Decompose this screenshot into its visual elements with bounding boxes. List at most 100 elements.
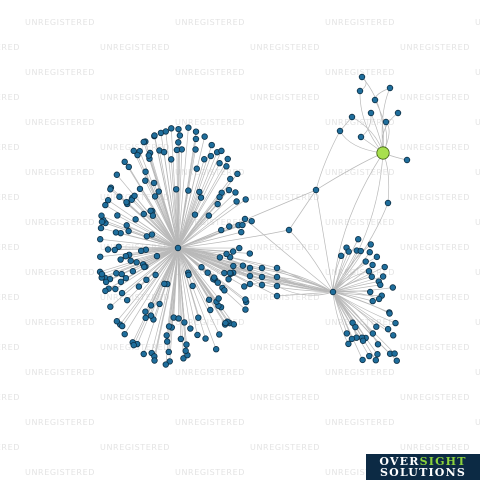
network-node[interactable] bbox=[136, 185, 144, 193]
network-node[interactable] bbox=[373, 253, 381, 261]
network-node[interactable] bbox=[113, 318, 121, 325]
network-node[interactable] bbox=[102, 287, 109, 295]
network-node[interactable] bbox=[234, 170, 241, 178]
network-node[interactable] bbox=[367, 241, 374, 248]
network-node[interactable] bbox=[239, 262, 247, 269]
network-node[interactable] bbox=[97, 236, 104, 243]
network-node[interactable] bbox=[386, 84, 394, 92]
network-node[interactable] bbox=[98, 212, 105, 219]
network-node[interactable] bbox=[192, 146, 199, 153]
network-node[interactable] bbox=[201, 133, 208, 140]
network-node[interactable] bbox=[113, 270, 120, 277]
network-node[interactable] bbox=[225, 276, 232, 283]
network-node[interactable] bbox=[175, 139, 182, 146]
network-node[interactable] bbox=[142, 168, 149, 175]
network-node[interactable] bbox=[225, 186, 233, 194]
network-node[interactable] bbox=[163, 332, 170, 339]
network-node[interactable] bbox=[135, 283, 143, 290]
network-node[interactable] bbox=[233, 198, 240, 205]
network-node[interactable] bbox=[372, 356, 380, 364]
network-node[interactable] bbox=[155, 188, 162, 195]
network-node[interactable] bbox=[362, 258, 369, 265]
network-node[interactable] bbox=[312, 186, 320, 194]
network-node[interactable] bbox=[238, 228, 245, 236]
network-node[interactable] bbox=[218, 226, 225, 234]
network-node[interactable] bbox=[142, 308, 149, 315]
network-node[interactable] bbox=[214, 200, 221, 208]
network-node[interactable] bbox=[114, 212, 121, 219]
network-node[interactable] bbox=[176, 132, 184, 139]
bridge-node[interactable] bbox=[246, 272, 254, 280]
network-node[interactable] bbox=[189, 282, 196, 290]
network-node[interactable] bbox=[175, 315, 182, 322]
network-node[interactable] bbox=[112, 229, 120, 236]
network-node[interactable] bbox=[390, 332, 397, 339]
network-node[interactable] bbox=[102, 201, 109, 209]
network-node[interactable] bbox=[241, 283, 248, 290]
network-node[interactable] bbox=[242, 296, 249, 303]
network-node[interactable] bbox=[194, 331, 201, 339]
network-node[interactable] bbox=[201, 156, 208, 163]
network-node[interactable] bbox=[208, 141, 215, 149]
network-node[interactable] bbox=[223, 163, 230, 170]
network-node[interactable] bbox=[168, 156, 175, 163]
bridge-node[interactable] bbox=[258, 273, 266, 281]
network-node[interactable] bbox=[222, 319, 229, 327]
bridge-node[interactable] bbox=[246, 280, 254, 288]
network-node[interactable] bbox=[230, 321, 238, 328]
network-node[interactable] bbox=[379, 273, 387, 280]
network-node[interactable] bbox=[393, 357, 400, 364]
network-node[interactable] bbox=[226, 223, 233, 230]
network-node[interactable] bbox=[130, 341, 137, 349]
network-node[interactable] bbox=[118, 289, 126, 297]
network-node[interactable] bbox=[337, 252, 345, 260]
network-node[interactable] bbox=[156, 300, 163, 308]
network-node[interactable] bbox=[152, 271, 159, 279]
network-node[interactable] bbox=[227, 175, 234, 183]
network-node[interactable] bbox=[104, 197, 112, 204]
network-node[interactable] bbox=[191, 211, 199, 218]
network-node[interactable] bbox=[150, 179, 158, 187]
network-node[interactable] bbox=[365, 267, 373, 275]
network-node[interactable] bbox=[151, 357, 158, 364]
network-node[interactable] bbox=[403, 156, 411, 164]
network-node[interactable] bbox=[117, 256, 124, 263]
network-node[interactable] bbox=[205, 296, 213, 303]
network-node[interactable] bbox=[196, 188, 203, 196]
network-node[interactable] bbox=[356, 87, 364, 95]
bridge-node[interactable] bbox=[258, 264, 266, 272]
focus-entity-node[interactable] bbox=[376, 146, 390, 160]
network-node[interactable] bbox=[125, 163, 133, 171]
network-node[interactable] bbox=[221, 287, 228, 294]
network-node[interactable] bbox=[133, 259, 140, 266]
network-node[interactable] bbox=[216, 193, 223, 201]
network-node[interactable] bbox=[216, 254, 224, 261]
network-node[interactable] bbox=[357, 133, 365, 141]
network-node[interactable] bbox=[111, 246, 118, 254]
network-node[interactable] bbox=[122, 252, 130, 260]
network-node[interactable] bbox=[230, 262, 237, 270]
bridge-node[interactable] bbox=[273, 264, 281, 272]
network-node[interactable] bbox=[148, 231, 156, 238]
network-node[interactable] bbox=[357, 247, 364, 255]
network-node[interactable] bbox=[160, 148, 168, 156]
network-node[interactable] bbox=[141, 263, 148, 271]
network-node[interactable] bbox=[129, 268, 137, 275]
network-node[interactable] bbox=[348, 113, 356, 121]
network-node[interactable] bbox=[382, 118, 390, 126]
network-node[interactable] bbox=[374, 341, 382, 348]
network-node[interactable] bbox=[185, 271, 192, 279]
bridge-node[interactable] bbox=[273, 282, 281, 290]
network-node[interactable] bbox=[368, 273, 375, 280]
network-node[interactable] bbox=[215, 295, 222, 302]
network-node[interactable] bbox=[229, 248, 237, 255]
network-node[interactable] bbox=[147, 312, 155, 319]
network-node[interactable] bbox=[205, 212, 213, 219]
network-node[interactable] bbox=[165, 323, 173, 330]
network-node[interactable] bbox=[147, 302, 155, 309]
network-node[interactable] bbox=[134, 151, 141, 159]
bridge-node[interactable] bbox=[246, 264, 254, 272]
network-node[interactable] bbox=[377, 281, 384, 289]
network-node[interactable] bbox=[121, 158, 128, 166]
network-node[interactable] bbox=[394, 109, 402, 117]
